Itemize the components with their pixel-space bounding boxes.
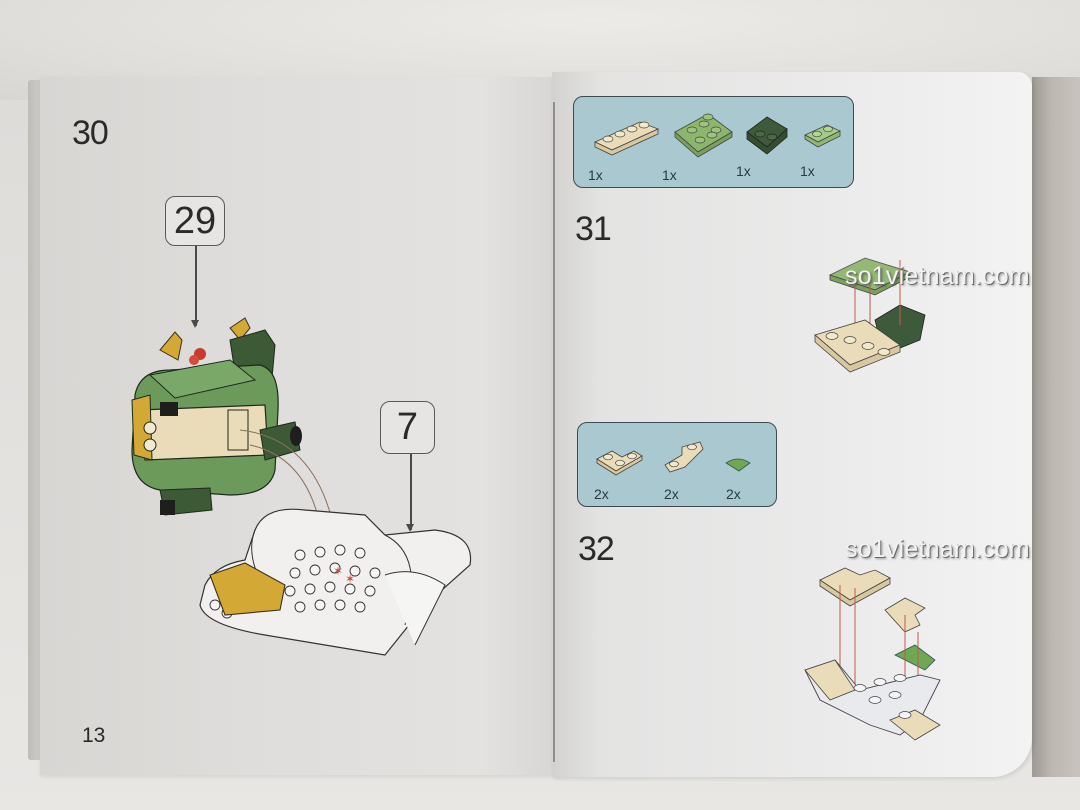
step-number-30: 30 (72, 114, 109, 152)
step-number-31: 31 (575, 210, 612, 248)
svg-text:✶: ✶ (333, 564, 343, 578)
watermark-text: so1vietnam.com (845, 535, 1030, 563)
next-page-edge (1032, 77, 1080, 777)
part-quantity: 2x (726, 486, 741, 502)
callout-label: 7 (396, 406, 419, 448)
callout-subassembly-29: 29 (165, 196, 225, 246)
step-31-illustration (814, 257, 926, 373)
part-quantity: 1x (588, 167, 603, 183)
part-light-green-1x2-plate (804, 124, 841, 148)
part-quantity: 2x (664, 486, 679, 502)
dragon-body-illustration (131, 317, 302, 516)
step-32-illustration (804, 567, 941, 741)
part-quantity: 1x (736, 163, 751, 179)
callout-label: 29 (173, 199, 217, 242)
parts-list-step-32: 2x 2x 2x (577, 422, 777, 507)
watermark-text: so1vietnam.com (845, 262, 1030, 290)
part-tan-jumper-plate (664, 441, 704, 473)
part-green-quarter-tile (725, 458, 751, 472)
booklet-spine (553, 102, 555, 762)
part-quantity: 1x (662, 167, 677, 183)
part-quantity: 1x (800, 163, 815, 179)
down-arrow-icon (407, 454, 413, 532)
step-number-32: 32 (578, 530, 615, 568)
parts-list-step-31: 1x 1x 1x 1x (573, 96, 854, 188)
part-green-2x3-plate (674, 113, 733, 158)
base-assembly-illustration: ✶ ✶ (199, 508, 472, 656)
part-dark-green-curved-slope (746, 116, 788, 155)
callout-subassembly-7: 7 (380, 401, 435, 454)
part-quantity: 2x (594, 486, 609, 502)
down-arrow-icon (192, 246, 198, 328)
part-tan-corner-plate (596, 450, 643, 476)
left-page (40, 77, 560, 775)
svg-text:✶: ✶ (345, 572, 355, 586)
part-tan-1x4-plate (594, 121, 660, 156)
page-number: 13 (82, 724, 106, 747)
